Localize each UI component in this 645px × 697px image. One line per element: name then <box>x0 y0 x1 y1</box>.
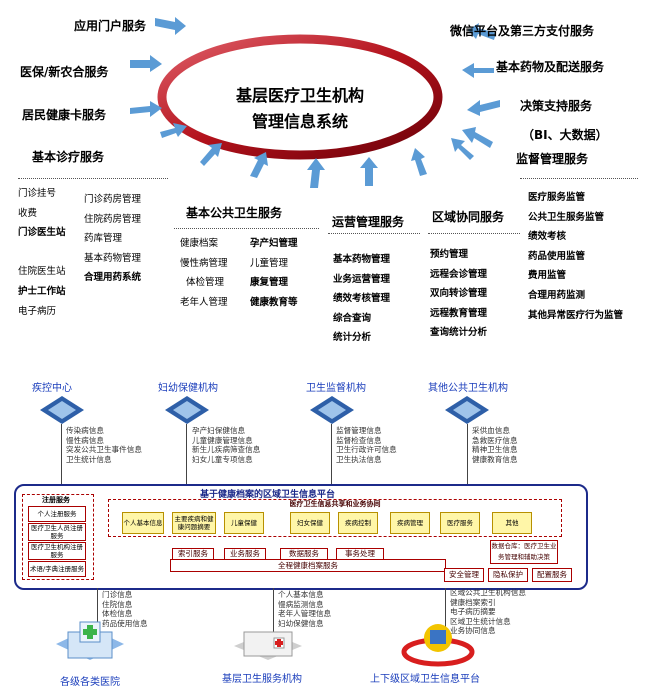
service-public-health: 基本公共卫生服务 <box>186 206 283 220</box>
reg-list: 预约管理 远程会诊管理 双向转诊管理 远程教育管理 查询统计分析 <box>430 249 488 339</box>
separator-left <box>18 178 168 179</box>
bottom-line-1 <box>97 588 98 632</box>
collab-women: 妇女保健 <box>290 512 330 534</box>
bottom-list-regional: 区域公共卫生机构信息健康档案索引电子病历摘要区域卫生统计信息业务协同信息 <box>450 588 526 636</box>
security-mgmt: 安全管理 <box>444 568 484 582</box>
collab-other: 其他 <box>492 512 532 534</box>
separator-ops <box>328 233 420 234</box>
org-supervision: 卫生监督机构 <box>306 383 366 394</box>
service-basic-clinic: 基本诊疗服务 <box>32 150 105 164</box>
ph-list-2: 孕产妇管理 儿童管理 康复管理 健康教育等 <box>250 238 298 308</box>
sup-list: 医疗服务监管 公共卫生服务监管 绩效考核 药品使用监管 费用监管 合理用药监测 … <box>528 192 624 321</box>
org-line-3 <box>331 424 332 484</box>
platform-title: 基于健康档案的区域卫生信息平台 <box>200 490 336 500</box>
registry-org: 医疗卫生机构注册服务 <box>28 542 86 560</box>
org-other: 其他公共卫生机构 <box>428 383 508 394</box>
org-line-1 <box>61 424 62 484</box>
collab-disease-ctrl: 疾病控制 <box>338 512 378 534</box>
separator-ph <box>174 228 319 229</box>
org-line-2 <box>186 424 187 484</box>
org-list-other: 采供血信息急救医疗信息精神卫生信息健康教育信息 <box>472 426 518 464</box>
org-list-supervision: 监督管理信息监督检查信息卫生行政许可信息卫生执法信息 <box>336 426 397 464</box>
clinic-list-1: 门诊挂号 收费 门诊医生站 住院医生站 护士工作站 电子病历 <box>18 188 66 317</box>
registry-title: 注册服务 <box>42 496 70 504</box>
org-line-4 <box>467 424 468 484</box>
collab-medical: 医疗服务 <box>440 512 480 534</box>
ring-arrows <box>130 17 500 188</box>
org-cdc: 疾控中心 <box>32 383 72 394</box>
clinic-icon <box>234 631 302 660</box>
org-building-icons <box>40 396 489 424</box>
collab-child: 儿童保健 <box>224 512 264 534</box>
ph-list-1: 健康档案 慢性病管理 体检管理 老年人管理 <box>180 238 228 308</box>
hospital-icon <box>56 621 124 660</box>
label-hospitals: 各级各类医院 <box>60 677 120 688</box>
ops-list: 基本药物管理 业务运营管理 绩效考核管理 综合查询 统计分析 <box>333 254 391 344</box>
config-service: 配置服务 <box>532 568 572 582</box>
service-bi-bigdata: （BI、大数据） <box>522 128 608 142</box>
ehr-store: 全程健康档案服务 <box>170 559 446 572</box>
collab-disease-mgmt: 疾病管理 <box>390 512 430 534</box>
service-regional: 区域协同服务 <box>432 210 505 224</box>
service-health-card: 居民健康卡服务 <box>22 108 107 122</box>
data-warehouse: 数据仓库：医疗卫生业务管理和辅助决策 <box>490 540 558 564</box>
bottom-list-grassroots: 个人基本信息慢病监测信息老年人管理信息妇幼保健信息 <box>278 590 332 628</box>
bottom-line-2 <box>273 588 274 632</box>
registry-person: 个人注册服务 <box>28 506 86 522</box>
service-medical-insurance: 医保/新农合服务 <box>20 65 109 79</box>
separator-right <box>520 178 638 179</box>
collab-title: 医疗卫生信息共享和业务协同 <box>289 500 381 508</box>
registry-terms: 术语/字典注册服务 <box>28 561 86 577</box>
bottom-line-3 <box>445 588 446 634</box>
svc-data: 数据服务 <box>280 548 328 560</box>
clinic-list-2: 门诊药房管理 住院药房管理 药库管理 基本药物管理 合理用药系统 <box>84 194 142 284</box>
service-drug-delivery: 基本药物及配送服务 <box>496 60 605 74</box>
org-list-maternal: 孕产妇保健信息儿童健康管理信息新生儿疾病筛查信息妇女儿童专项信息 <box>192 426 261 464</box>
collab-person: 个人基本信息 <box>122 512 164 534</box>
label-regional-platform: 上下级区域卫生信息平台 <box>370 674 480 685</box>
privacy-protection: 隐私保护 <box>488 568 528 582</box>
org-maternal: 妇幼保健机构 <box>158 383 218 394</box>
central-ring <box>157 34 443 160</box>
org-list-cdc: 传染病信息慢性病信息突发公共卫生事件信息卫生统计信息 <box>66 426 142 464</box>
platform-frame <box>14 484 588 590</box>
collab-summary: 主要疾病和健康问题摘要 <box>172 512 216 534</box>
service-decision-support: 决策支持服务 <box>520 99 593 113</box>
separator-reg <box>428 233 520 234</box>
service-wechat-payment: 微信平台及第三方支付服务 <box>450 24 595 38</box>
service-supervision: 监督管理服务 <box>516 152 589 166</box>
bottom-list-hospital: 门诊信息住院信息体检信息药品使用信息 <box>102 590 148 628</box>
registry-staff: 医疗卫生人员注册服务 <box>28 523 86 541</box>
service-app-portal: 应用门户服务 <box>74 19 147 33</box>
label-grassroots: 基层卫生服务机构 <box>222 674 302 685</box>
platform-globe-icon <box>401 624 475 667</box>
center-title: 基层医疗卫生机构 管理信息系统 <box>235 86 364 131</box>
service-operations: 运营管理服务 <box>332 215 405 229</box>
